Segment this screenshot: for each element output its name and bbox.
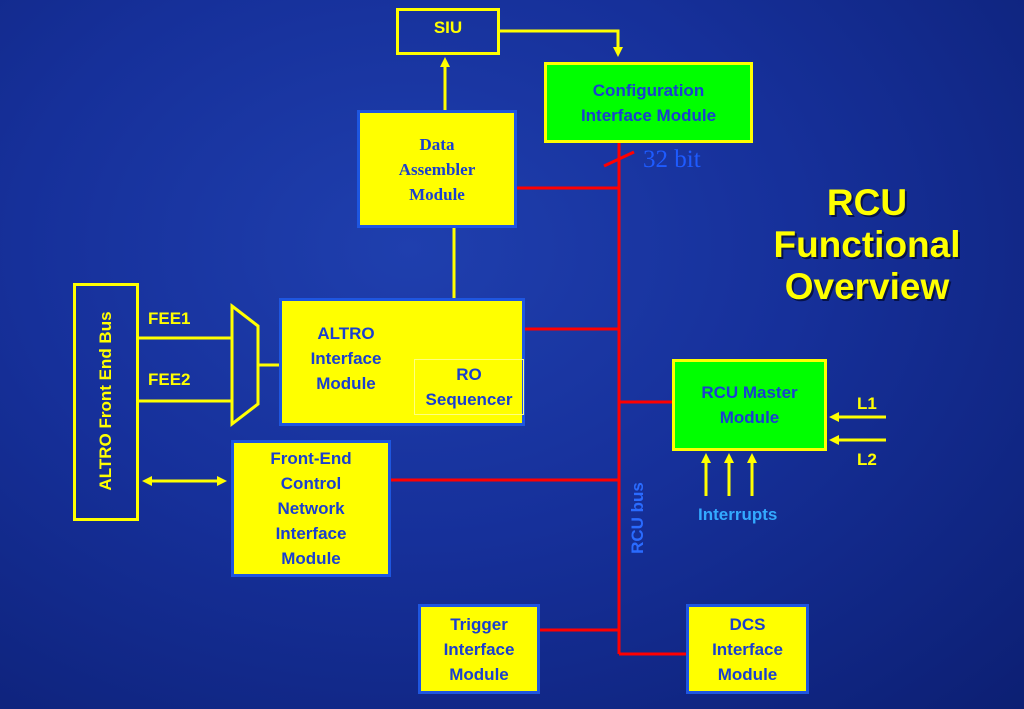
configuration-label: Configuration Interface Module bbox=[580, 80, 717, 125]
bus-width-slash bbox=[603, 150, 635, 168]
front-end-control-label: Front-End Control Network Interface Modu… bbox=[270, 449, 352, 568]
yellow-links bbox=[137, 29, 886, 496]
ro-sequencer-label: RO Sequencer bbox=[414, 359, 524, 415]
multiplexer-shape bbox=[230, 302, 260, 428]
altro-interface-module: ALTRO Interface Module RO Sequencer bbox=[279, 298, 525, 426]
altro-front-end-bus-label: ALTRO Front End Bus bbox=[96, 311, 115, 491]
dcs-interface-module: DCS Interface Module bbox=[686, 604, 809, 694]
data-assembler-module: Data Assembler Module bbox=[357, 110, 517, 228]
altro-interface-label: ALTRO Interface Module bbox=[310, 324, 382, 393]
l1-label: L1 bbox=[857, 394, 877, 413]
siu-to-configuration-arrow bbox=[500, 29, 623, 57]
fee2-label: FEE2 bbox=[148, 370, 191, 389]
rcu-master-module: RCU Master Module bbox=[672, 359, 827, 451]
siu-label: SIU bbox=[433, 18, 463, 37]
front-end-control-network-interface-module: Front-End Control Network Interface Modu… bbox=[231, 440, 391, 577]
diagram-title: RCU Functional Overview bbox=[773, 182, 961, 307]
bus-width-label: 32 bit bbox=[643, 146, 701, 173]
altro-front-end-bus bbox=[73, 283, 139, 521]
l2-label: L2 bbox=[857, 450, 877, 469]
data-assembler-label: Data Assembler Module bbox=[398, 134, 476, 204]
interrupts-label: Interrupts bbox=[698, 505, 778, 524]
configuration-interface-module: Configuration Interface Module bbox=[544, 62, 753, 143]
siu-box: SIU bbox=[396, 8, 500, 55]
trigger-interface-label: Trigger Interface Module bbox=[443, 614, 515, 684]
rcu-bus-label: RCU bus bbox=[628, 482, 647, 554]
trigger-interface-module: Trigger Interface Module bbox=[418, 604, 540, 694]
rcu-master-label: RCU Master Module bbox=[701, 383, 798, 427]
rcu-bus-lines bbox=[390, 142, 687, 656]
fee1-label: FEE1 bbox=[148, 309, 191, 328]
dcs-interface-label: DCS Interface Module bbox=[712, 614, 783, 684]
